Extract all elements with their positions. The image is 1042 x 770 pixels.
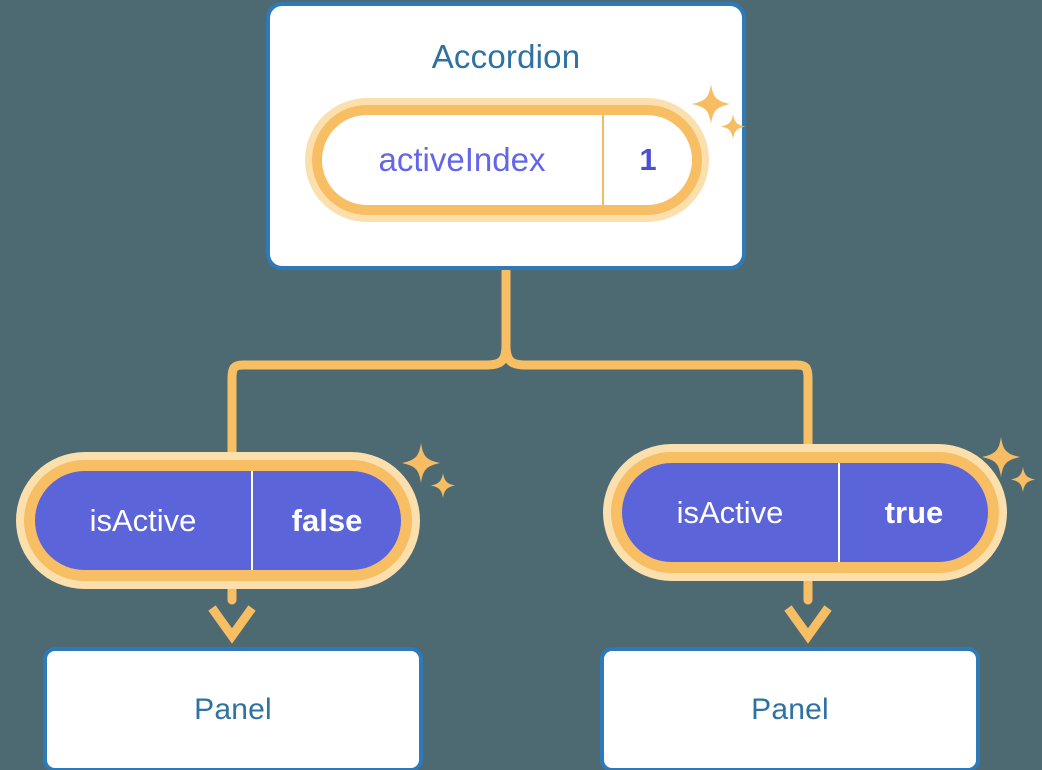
pill-body: isActive true — [622, 463, 988, 562]
component-card-panel-right[interactable]: Panel — [600, 647, 980, 770]
state-key-label: activeIndex — [322, 115, 604, 205]
state-pill-isactive-true[interactable]: isActive true — [603, 444, 1007, 581]
arrow-down-icon-right — [784, 605, 832, 644]
state-pill-isactive-false[interactable]: isActive false — [16, 452, 420, 589]
arrow-down-icon-left — [208, 605, 256, 644]
state-pill-activeindex[interactable]: activeIndex 1 — [305, 98, 709, 222]
state-value-label: true — [884, 494, 944, 530]
component-card-panel-left[interactable]: Panel — [43, 647, 423, 770]
state-key-label: isActive — [35, 471, 253, 570]
component-title-accordion: Accordion — [431, 38, 581, 75]
pill-body: activeIndex 1 — [322, 115, 692, 205]
component-title-panel: Panel — [194, 692, 272, 726]
state-value-label: false — [291, 502, 363, 538]
component-title-panel: Panel — [751, 692, 829, 726]
state-value-label: 1 — [639, 142, 657, 177]
pill-body: isActive false — [35, 471, 401, 570]
state-key-label: isActive — [622, 463, 840, 562]
